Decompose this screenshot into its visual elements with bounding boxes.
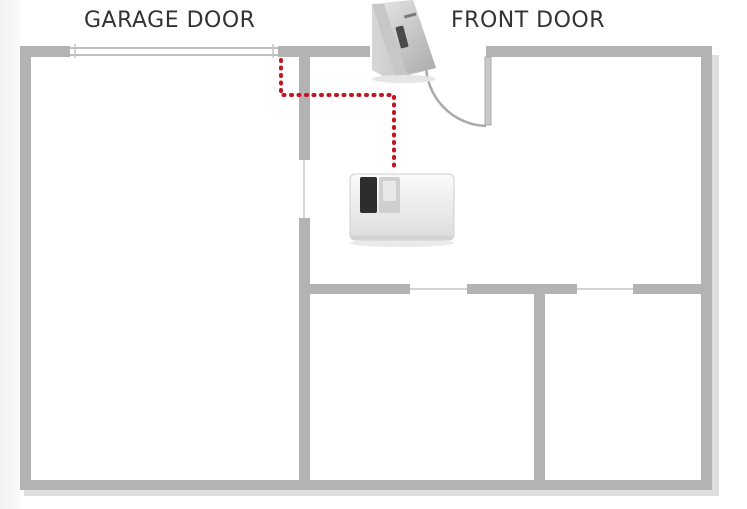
hall-wall-middle [467, 284, 577, 294]
outer-wall-top-left [20, 46, 70, 57]
outer-wall-left [20, 46, 31, 490]
wall-shadows [24, 55, 719, 496]
interior-doors [303, 160, 633, 290]
wiring-line [279, 58, 396, 172]
interior-walls [299, 57, 701, 482]
garage-door [70, 44, 278, 58]
garage-door-label: GARAGE DOOR [84, 8, 256, 33]
background-strip [0, 0, 20, 509]
outer-wall-top-right [486, 46, 712, 57]
outer-wall-top-middle [278, 46, 370, 57]
front-door-label: FRONT DOOR [451, 8, 606, 33]
outer-wall-bottom [20, 480, 712, 490]
control-unit-device [349, 173, 455, 247]
outer-wall-right [701, 46, 712, 490]
hall-wall-left [310, 284, 410, 294]
exterior-walls [20, 46, 712, 490]
front-door [424, 56, 492, 128]
garage-divider-upper [299, 57, 310, 160]
room-divider [534, 294, 545, 482]
fingerprint-reader-device [372, 0, 436, 83]
hall-wall-right [633, 284, 701, 294]
garage-divider-lower [299, 218, 310, 482]
